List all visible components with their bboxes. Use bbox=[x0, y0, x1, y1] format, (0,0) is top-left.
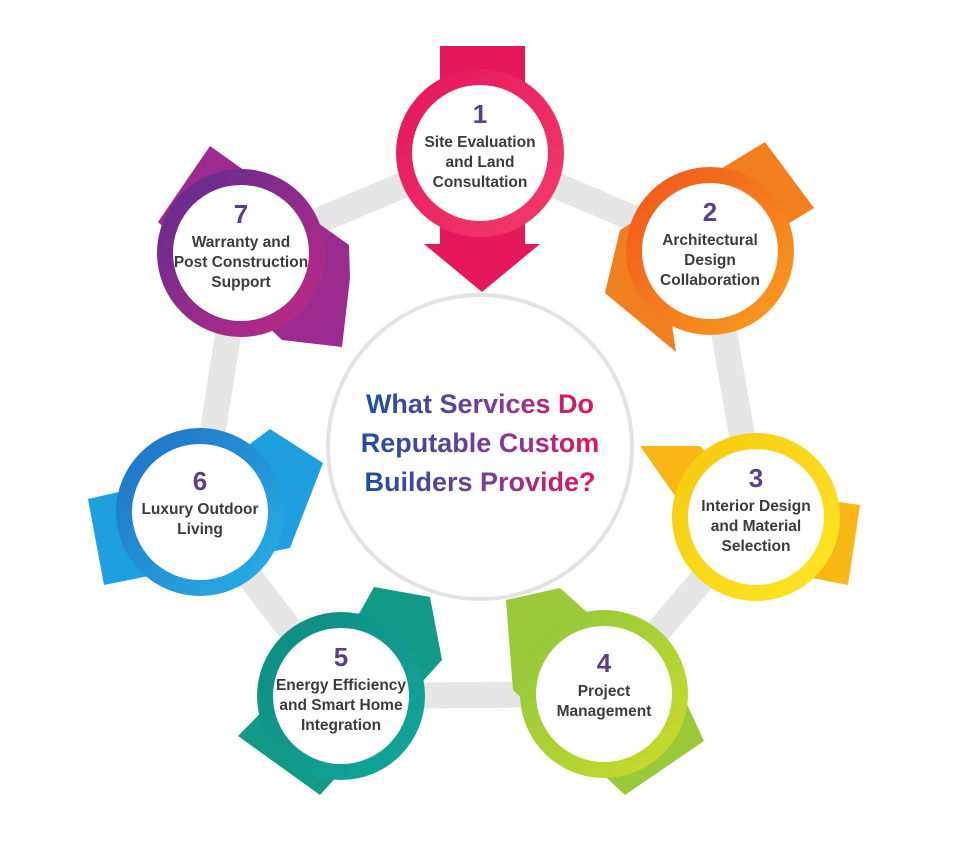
step-1-number: 1 bbox=[473, 99, 487, 129]
step-6-number: 6 bbox=[193, 466, 207, 496]
center-circle-shape bbox=[326, 293, 634, 601]
center-title-line-1: What Services Do bbox=[366, 389, 594, 419]
center-title-line-2: Reputable Custom bbox=[361, 428, 600, 458]
center-circle: What Services Do Reputable Custom Builde… bbox=[326, 293, 634, 601]
step-5-inner bbox=[273, 628, 409, 764]
step-4-label-line-2: Management bbox=[557, 703, 652, 720]
step-3-inner bbox=[688, 449, 824, 585]
step-3-label-line-1: Interior Design bbox=[701, 498, 810, 515]
step-6-label-line-1: Luxury Outdoor bbox=[141, 501, 258, 518]
step-4-number: 4 bbox=[597, 648, 612, 678]
step-2-label-line-1: Architectural bbox=[662, 232, 758, 249]
step-1-label-line-1: Site Evaluation bbox=[424, 134, 535, 151]
step-1-label-line-2: and Land bbox=[446, 154, 515, 171]
step-6-label-line-2: Living bbox=[177, 521, 223, 538]
step-7-number: 7 bbox=[234, 199, 248, 229]
step-5-number: 5 bbox=[334, 642, 348, 672]
step-5-label-line-2: and Smart Home bbox=[279, 697, 403, 714]
step-1-inner bbox=[412, 85, 548, 221]
step-3-label-line-2: and Material bbox=[711, 518, 801, 535]
step-2-label-line-3: Collaboration bbox=[660, 272, 760, 289]
step-3-number: 3 bbox=[749, 463, 763, 493]
step-5-label-line-3: Integration bbox=[301, 717, 381, 734]
step-5-label-line-1: Energy Efficiency bbox=[276, 677, 406, 694]
step-7-label-line-2: Post Construction bbox=[174, 254, 308, 271]
step-4-inner bbox=[536, 626, 672, 762]
step-2-number: 2 bbox=[703, 197, 717, 227]
step-6-inner bbox=[132, 444, 268, 580]
step-3-label-line-3: Selection bbox=[722, 538, 791, 555]
step-7-label-line-1: Warranty and bbox=[192, 234, 290, 251]
step-1-label-line-3: Consultation bbox=[433, 174, 528, 191]
step-4-label-line-1: Project bbox=[578, 683, 631, 700]
center-title-line-3: Builders Provide? bbox=[364, 467, 595, 497]
step-7-label-line-3: Support bbox=[211, 274, 270, 291]
step-2-label-line-2: Design bbox=[684, 252, 736, 269]
step-2-inner bbox=[642, 183, 778, 319]
step-7-inner bbox=[173, 185, 309, 321]
